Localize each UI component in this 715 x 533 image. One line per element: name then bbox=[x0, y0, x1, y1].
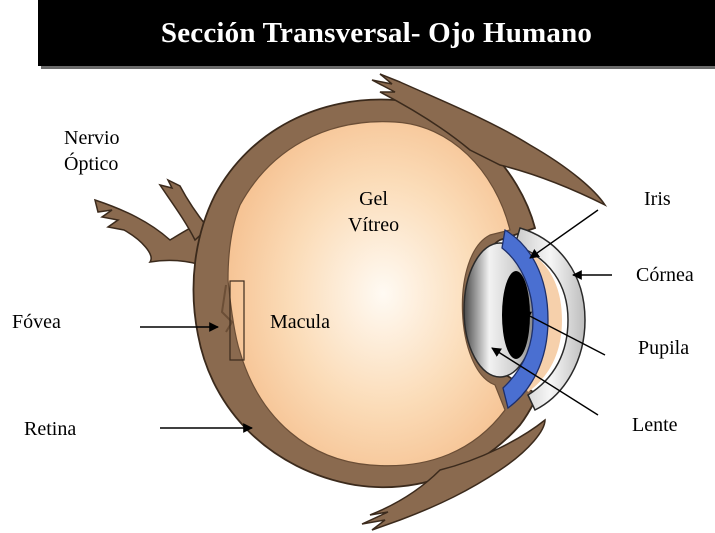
label-fovea: Fóvea bbox=[12, 309, 61, 335]
label-vitreous: Gel Vítreo bbox=[348, 186, 399, 238]
label-optic-nerve-line2: Óptico bbox=[64, 151, 120, 177]
label-iris: Iris bbox=[644, 186, 671, 212]
label-optic-nerve: Nervio Óptico bbox=[64, 125, 120, 177]
label-retina: Retina bbox=[24, 416, 76, 442]
label-pupil: Pupila bbox=[638, 335, 689, 361]
iris-pointer bbox=[530, 210, 598, 258]
pupil bbox=[502, 271, 530, 359]
label-vitreous-line1: Gel bbox=[348, 186, 399, 212]
label-optic-nerve-line1: Nervio bbox=[64, 125, 120, 151]
label-macula: Macula bbox=[270, 309, 330, 335]
label-cornea: Córnea bbox=[636, 262, 694, 288]
label-lens: Lente bbox=[632, 412, 678, 438]
label-vitreous-line2: Vítreo bbox=[348, 212, 399, 238]
